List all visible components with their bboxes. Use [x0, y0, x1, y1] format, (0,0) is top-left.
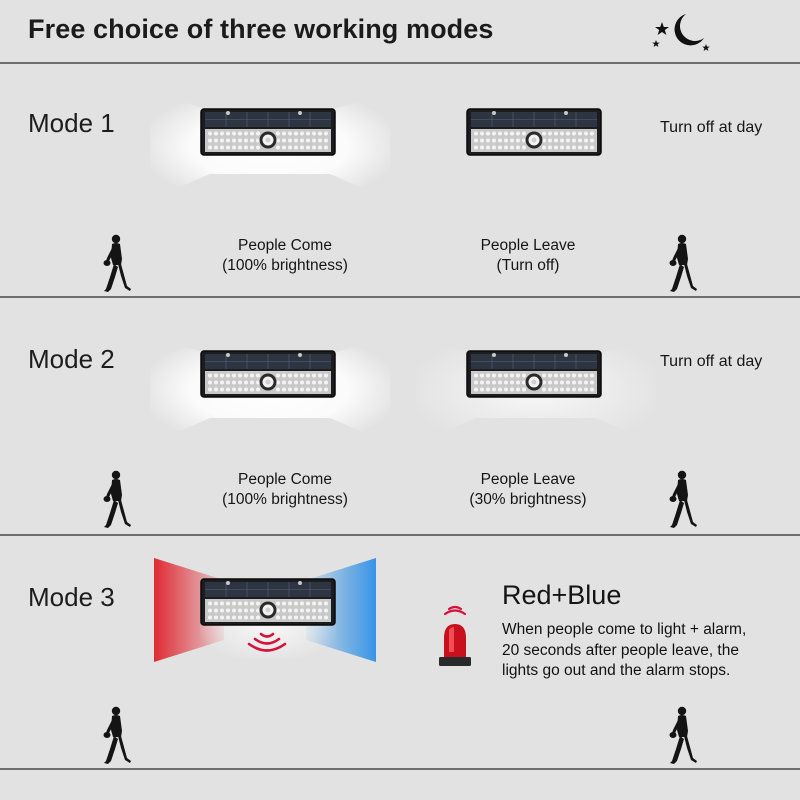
- caption-line: (100% brightness): [222, 491, 348, 508]
- mode-3-title: Mode 3: [28, 582, 115, 612]
- alarm-description: When people come to light + alarm, 20 se…: [502, 620, 792, 682]
- caption-line: (100% brightness): [222, 257, 348, 274]
- ground-line: [0, 534, 800, 536]
- solar-light-icon: [200, 578, 336, 626]
- mode-1-title: Mode 1: [28, 108, 115, 138]
- people-leave-caption: People Leave (30% brightness): [433, 470, 623, 510]
- walking-person-icon: [100, 234, 134, 296]
- walking-person-icon: [666, 706, 700, 768]
- ground-line: [0, 768, 800, 770]
- people-come-caption: People Come (100% brightness): [190, 470, 380, 510]
- walking-person-icon: [666, 234, 700, 296]
- caption-line: People Come: [238, 237, 332, 254]
- caption-line: People Leave: [480, 237, 576, 254]
- divider: [0, 62, 800, 64]
- day-off-note: Turn off at day: [660, 353, 763, 370]
- walking-person-icon: [666, 470, 700, 532]
- page-title: Free choice of three working modes: [28, 14, 494, 44]
- description-line: lights go out and the alarm stops.: [502, 662, 731, 679]
- description-line: 20 seconds after people leave, the: [502, 641, 739, 659]
- solar-light-icon: [200, 350, 336, 398]
- ground-line: [0, 296, 800, 298]
- caption-line: People Leave: [480, 471, 576, 488]
- mode-2-title: Mode 2: [28, 344, 115, 374]
- people-leave-caption: People Leave (Turn off): [433, 236, 623, 276]
- solar-light-icon: [200, 108, 336, 156]
- sound-waves-icon: [247, 632, 287, 652]
- walking-person-icon: [100, 470, 134, 532]
- day-off-note: Turn off at day: [660, 119, 763, 136]
- people-come-caption: People Come (100% brightness): [190, 236, 380, 276]
- solar-light-icon: [466, 108, 602, 156]
- description-line: When people come to light + alarm,: [502, 621, 747, 638]
- alarm-mode-title: Red+Blue: [502, 580, 622, 610]
- solar-light-icon: [466, 350, 602, 398]
- caption-line: People Come: [238, 471, 332, 488]
- walking-person-icon: [100, 706, 134, 768]
- moon-stars-icon: [652, 14, 710, 51]
- caption-line: (30% brightness): [469, 491, 587, 508]
- caption-line: (Turn off): [496, 257, 560, 274]
- red-siren-icon: [439, 605, 471, 666]
